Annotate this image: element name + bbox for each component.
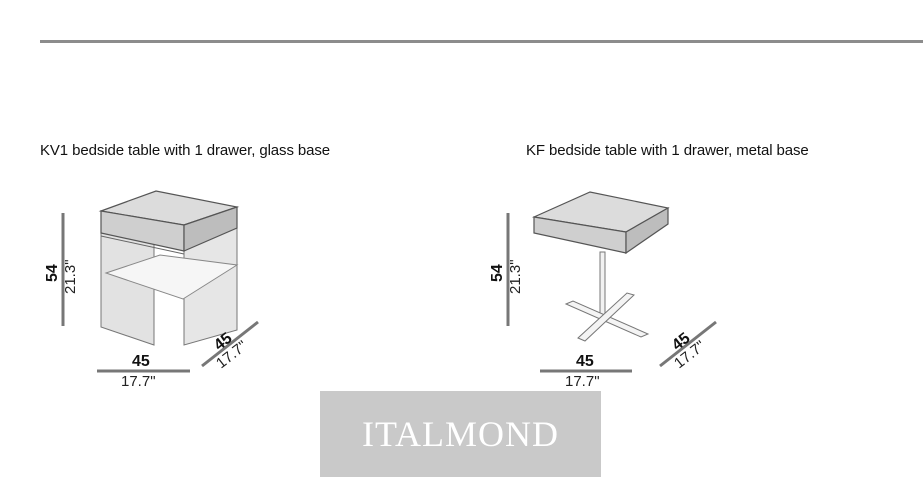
kv1-drawer-line <box>100 235 185 255</box>
kv1-width-in: 17.7" <box>121 373 156 390</box>
kv1-side-face <box>183 206 238 252</box>
kf-base-bar-2 <box>577 292 635 342</box>
kf-width-cm: 45 <box>576 353 594 370</box>
watermark-text: ITALMOND <box>361 414 560 454</box>
italmond-watermark: ITALMOND <box>320 391 601 477</box>
kv1-height-cm: 54 <box>44 264 61 282</box>
kf-drawing: 54 21.3" 45 17.7" 45 17.7" <box>489 191 717 390</box>
kf-column <box>599 251 606 317</box>
kv1-drawing: 54 21.3" 45 17.7" 45 17.7" <box>44 190 259 390</box>
kf-height-in: 21.3" <box>507 259 524 294</box>
kf-width-in: 17.7" <box>565 373 600 390</box>
kv1-width-cm: 45 <box>132 353 150 370</box>
kv1-height-in: 21.3" <box>62 259 79 294</box>
kf-depth-line <box>659 320 717 368</box>
top-divider <box>40 40 923 43</box>
kf-title: KF bedside table with 1 drawer, metal ba… <box>526 142 809 159</box>
kf-height-cm: 54 <box>489 264 506 282</box>
kv1-depth-line <box>201 320 259 368</box>
kv1-glass-shelf <box>104 254 239 300</box>
kv1-title: KV1 bedside table with 1 drawer, glass b… <box>40 142 331 159</box>
kf-side-face <box>625 206 669 255</box>
